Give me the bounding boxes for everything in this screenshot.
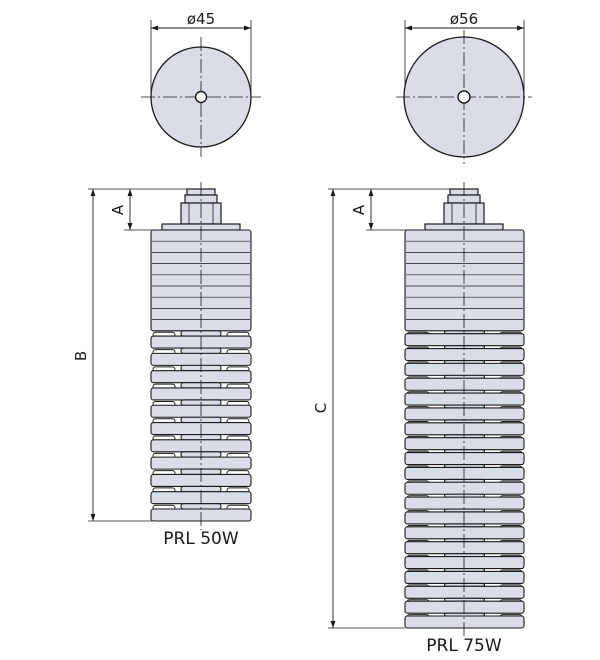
heatsink-fin <box>404 347 525 362</box>
side-view-left: A B PRL 50W <box>72 182 252 549</box>
heatsink-fin <box>404 392 525 406</box>
heatsink-fin <box>404 422 525 436</box>
top-view-right: ø56 <box>396 10 532 164</box>
heatsink-fin <box>404 362 525 376</box>
heatsink-fin <box>404 466 525 480</box>
heatsink-fin <box>404 585 525 599</box>
heatsink-fin <box>404 451 525 466</box>
dimension-c-label: C <box>312 403 330 413</box>
heatsink-fin <box>404 333 525 347</box>
heatsink-fin <box>404 407 525 421</box>
heatsink-fins-right <box>404 229 525 629</box>
heatsink-fin <box>404 437 525 451</box>
caption-prl-50w: PRL 50W <box>163 529 239 549</box>
heatsink-fin <box>404 377 525 391</box>
center-hole <box>457 90 471 104</box>
dimension-a-label: A <box>109 204 127 215</box>
heatsink-fin <box>404 570 525 584</box>
heatsink-fin <box>404 526 525 540</box>
heatsink-fin <box>404 556 525 570</box>
heatsink-fin <box>404 615 525 629</box>
heatsink-fin <box>404 496 525 510</box>
heatsink-fin <box>404 600 525 614</box>
diameter-label-left: ø45 <box>187 10 215 28</box>
heatsink-fin <box>404 481 525 495</box>
dimension-b-label: B <box>72 351 90 361</box>
heatsink-core <box>404 229 525 332</box>
caption-prl-75w: PRL 75W <box>426 636 502 656</box>
heatsink-fin <box>404 541 525 555</box>
center-hole <box>194 90 208 104</box>
top-view-left: ø45 <box>141 10 261 157</box>
heatsink-fin <box>404 511 525 525</box>
side-view-right: A C PRL 75W <box>312 182 525 656</box>
diameter-label-right: ø56 <box>450 10 478 28</box>
dimension-a-label: A <box>350 204 368 215</box>
